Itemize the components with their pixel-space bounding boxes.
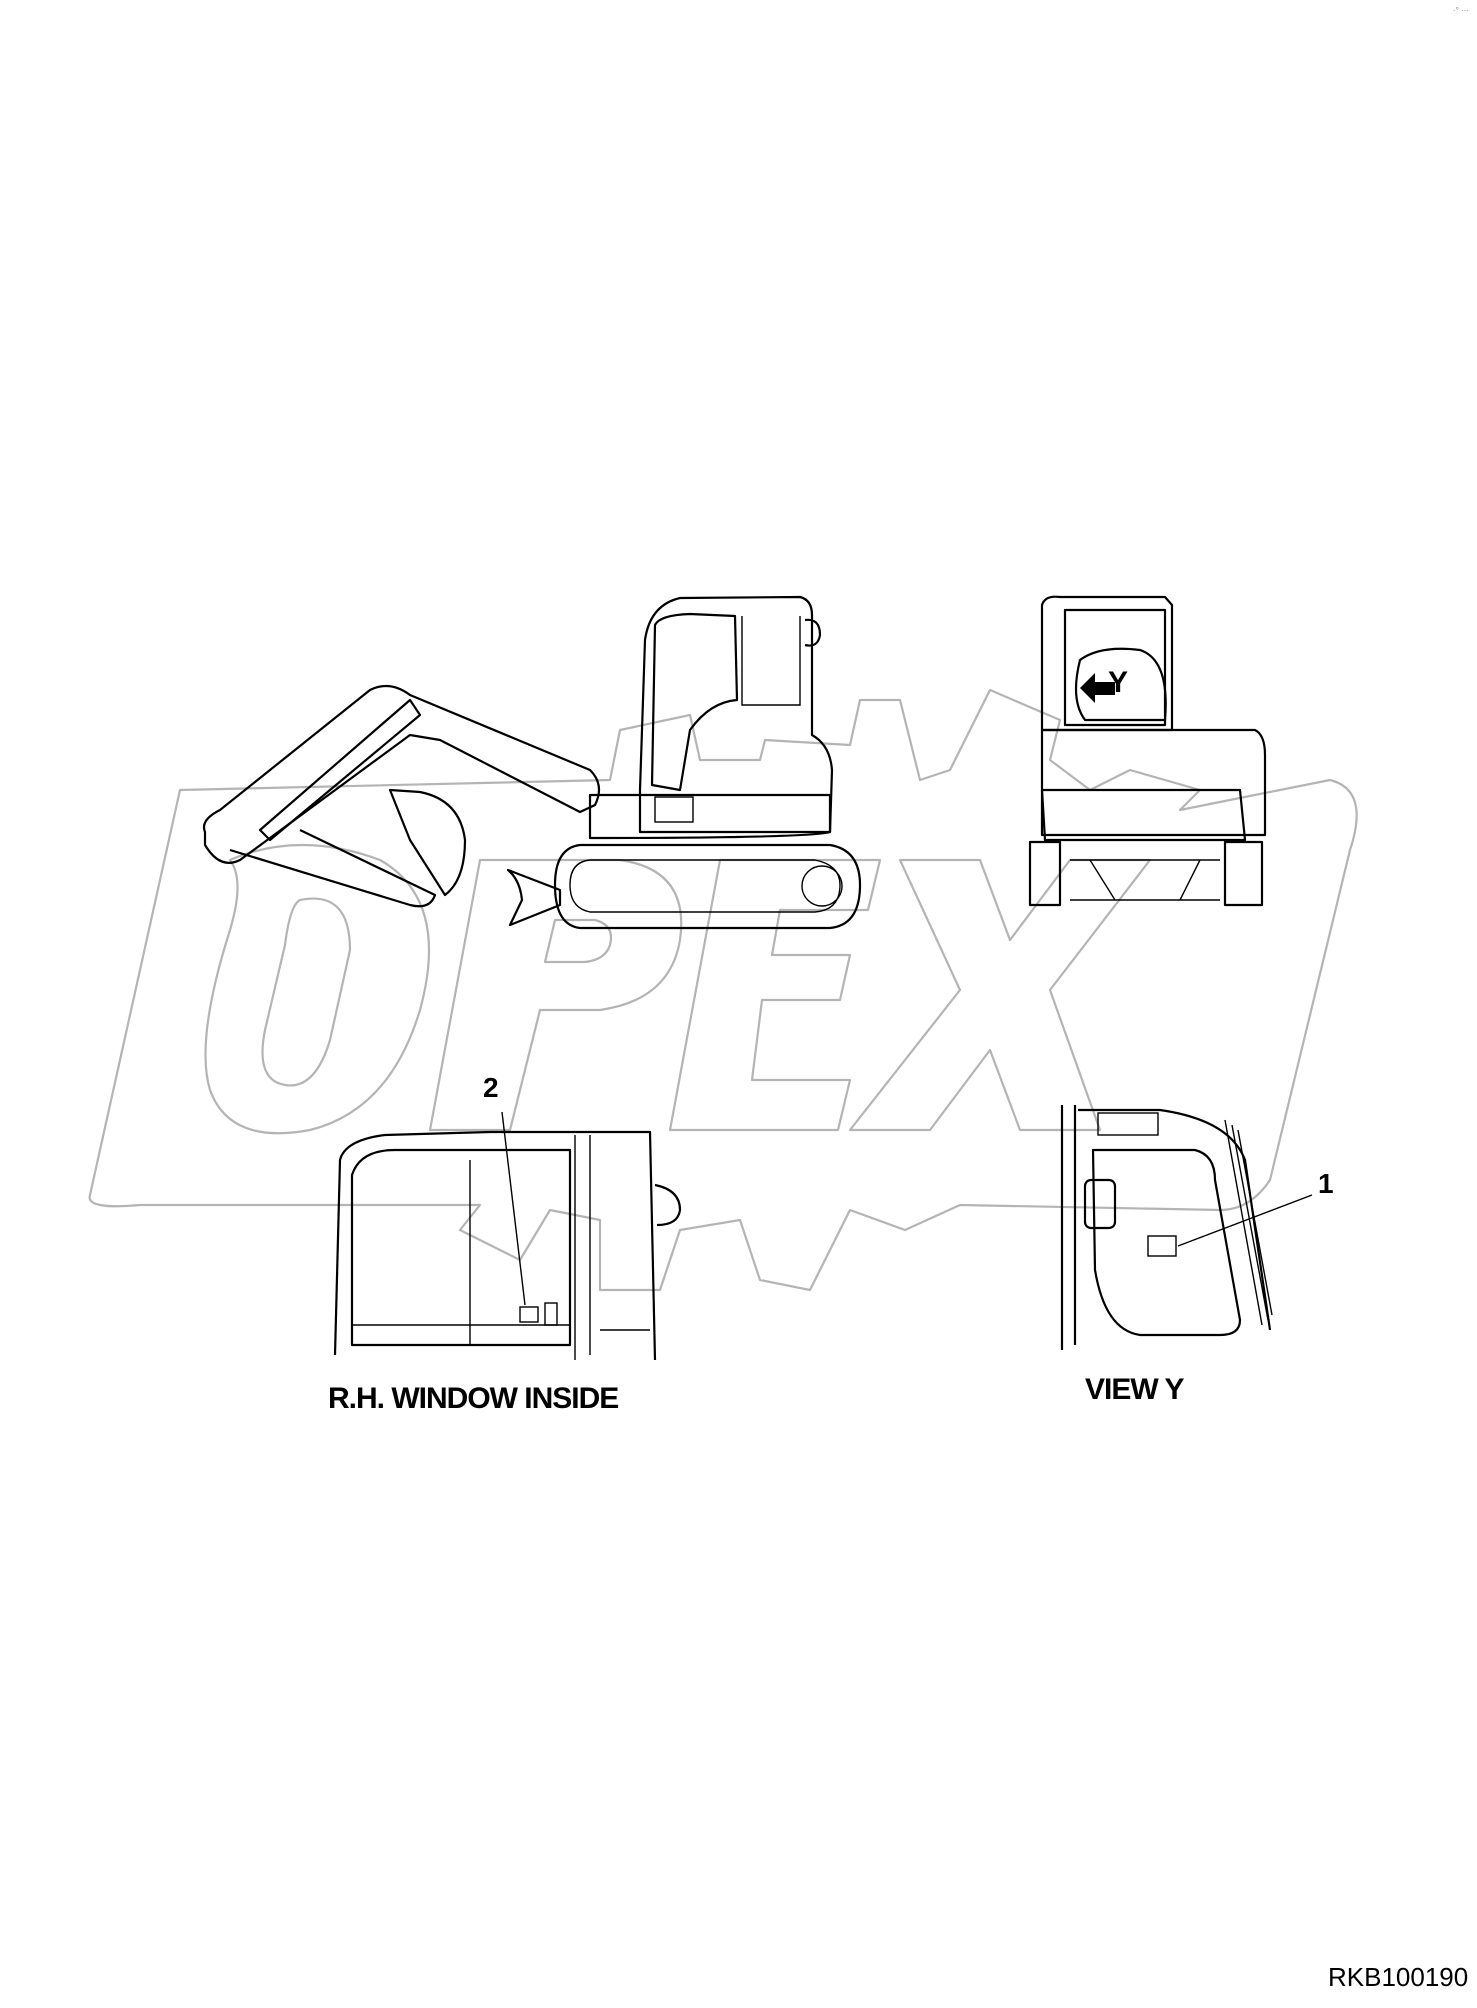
cab-outline <box>638 595 834 834</box>
dozer-blade <box>506 868 562 927</box>
bucket <box>388 788 467 897</box>
view-y-drawing <box>1060 1105 1313 1350</box>
callout-1-leader <box>1177 1194 1313 1247</box>
view-y-marker <box>1074 647 1167 722</box>
opex-watermark <box>88 688 1358 1292</box>
callout-2-leader <box>501 1111 526 1306</box>
view-y-arrow-label: Y <box>1108 666 1128 699</box>
cab-door-window <box>650 612 739 792</box>
rh-window-inside-title: R.H. WINDOW INSIDE <box>328 1382 619 1415</box>
rear-cab <box>1040 595 1174 732</box>
rear-tracks <box>1028 840 1264 907</box>
drawing-number: RKB100190 <box>1328 1962 1469 1992</box>
door-frame <box>1091 1148 1242 1337</box>
watermark-letter-p <box>428 858 683 1132</box>
excavator-side-view <box>202 595 862 930</box>
arm-lower <box>229 829 437 908</box>
boom <box>202 684 601 864</box>
decal-2-location <box>519 1306 539 1323</box>
callout-1: 1 <box>1318 1168 1334 1199</box>
arm <box>258 698 422 842</box>
decal-1-location <box>1147 1235 1177 1257</box>
excavator-rear-view <box>1028 595 1267 907</box>
arrow-left-icon <box>1080 673 1115 703</box>
callout-2: 2 <box>483 1072 499 1103</box>
track <box>553 843 862 930</box>
watermark-letter-x <box>848 858 1152 1132</box>
watermark-gear <box>88 688 1358 1292</box>
corner-mark: ·° ··· <box>1452 6 1469 15</box>
watermark-letter-o <box>204 843 431 1135</box>
view-y-title: VIEW Y <box>1085 1373 1184 1406</box>
upper-body <box>588 793 832 840</box>
rear-body <box>1040 728 1267 837</box>
watermark-letter-e <box>668 858 882 1132</box>
rh-window-inside-drawing <box>333 1111 682 1361</box>
